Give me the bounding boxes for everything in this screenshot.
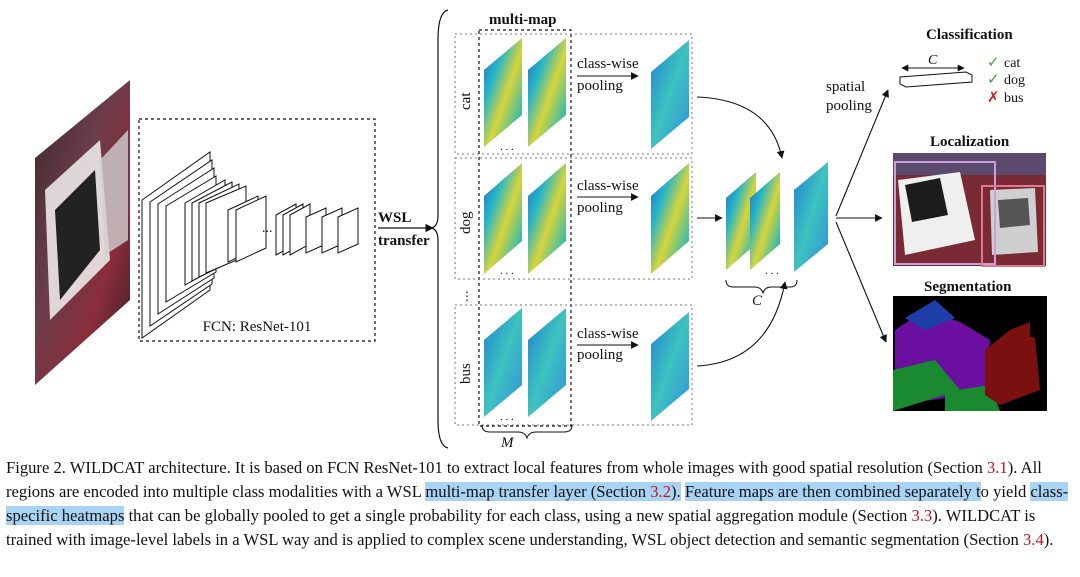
label-cat-mark: ✓ — [987, 55, 1000, 71]
architecture-figure: ... FCN: ResNet-101 WSL transfer multi-m… — [35, 9, 1047, 450]
caption-text-3: o yield — [980, 482, 1031, 501]
caption-ref-section-3-4[interactable]: 3.4 — [1023, 530, 1044, 549]
classification-title: Classification — [926, 27, 1013, 43]
dog-map-1 — [484, 163, 522, 274]
m-label: M — [500, 435, 515, 450]
caption-ref-section-3-2[interactable]: 3.2 — [650, 482, 671, 501]
dog-map-2 — [528, 163, 566, 274]
figure-caption: Figure 2. WILDCAT architecture. It is ba… — [6, 456, 1076, 552]
dog-pool-2: pooling — [577, 200, 623, 216]
fcn-block: ... FCN: ResNet-101 — [138, 118, 376, 342]
vertical-dots: ⋮ — [461, 289, 473, 303]
cat-map-2 — [528, 38, 566, 147]
c-label: C — [752, 293, 763, 309]
caption-highlight-2: Feature maps are then combined separatel… — [684, 482, 981, 501]
class-map-1 — [726, 172, 756, 270]
cat-dots: . . . — [500, 141, 514, 153]
segmentation-title: Segmentation — [924, 279, 1012, 295]
cat-map-1 — [484, 38, 522, 147]
label-bus-text: bus — [1004, 91, 1023, 106]
caption-highlight-1: multi-map transfer layer (Section 3.2). — [425, 482, 681, 501]
dog-pool-1: class-wise — [577, 178, 639, 194]
caption-text-6: ). — [1043, 530, 1054, 549]
localization-box-cat — [981, 185, 1045, 267]
dog-dots: . . . — [500, 265, 514, 277]
class-map-3 — [794, 162, 828, 272]
localization-title: Localization — [930, 134, 1010, 150]
bus-pooled-map — [651, 312, 689, 421]
class-maps: . . . C — [696, 96, 828, 367]
cat-pool-2: pooling — [577, 78, 623, 94]
label-cat-text: cat — [1004, 56, 1020, 71]
cat-pool-1: class-wise — [577, 56, 639, 72]
label-dog-mark: ✓ — [987, 72, 1000, 88]
caption-text-4: that can be globally pooled to get a sin… — [124, 506, 912, 525]
row-cat-label: cat — [458, 92, 474, 110]
label-dog-text: dog — [1004, 73, 1025, 88]
classification-output: Classification C ✓ cat ✓ dog ✗ bus — [899, 27, 1025, 106]
row-bus-label: bus — [458, 363, 474, 384]
localization-box-dog — [894, 161, 996, 265]
row-dog: dog . . . class-wise pooling — [458, 163, 689, 277]
bus-map-2 — [528, 308, 566, 417]
caption-text-5: ). WILDCAT is trained with image-level l… — [6, 506, 1036, 549]
row-dog-label: dog — [458, 211, 474, 234]
row-cat: cat . . . class-wise pooling — [458, 38, 689, 153]
class-map-2 — [750, 172, 780, 270]
spatial-pooling-2: pooling — [826, 98, 872, 114]
classification-c-label: C — [928, 53, 938, 68]
input-image — [35, 80, 130, 385]
caption-ref-section-3-3[interactable]: 3.3 — [911, 506, 933, 525]
fcn-label: FCN: ResNet-101 — [203, 319, 312, 335]
output-arrows: spatial pooling — [826, 79, 889, 343]
caption-highlight-1-end: ). — [670, 482, 681, 501]
row-bus: bus . . . class-wise pooling — [458, 308, 689, 423]
wsl-transfer: WSL transfer — [378, 9, 449, 449]
caption-highlight-1-text: multi-map transfer layer (Section — [425, 482, 651, 501]
caption-ref-section-3-1[interactable]: 3.1 — [986, 458, 1008, 477]
bus-map-1 — [484, 308, 522, 417]
transfer-label-line1: WSL — [378, 210, 411, 226]
spatial-pooling-1: spatial — [826, 79, 865, 95]
label-bus-mark: ✗ — [987, 90, 1000, 106]
multimap-title: multi-map — [489, 12, 557, 28]
caption-text-1: Figure 2. WILDCAT architecture. It is ba… — [6, 458, 987, 477]
cat-pooled-map — [651, 40, 689, 149]
bus-dots: . . . — [500, 411, 514, 423]
dog-pooled-map — [651, 163, 689, 274]
multi-map-section: multi-map cat . . . class-wise pooling d… — [454, 12, 693, 450]
transfer-label-line2: transfer — [378, 233, 430, 249]
localization-output: Localization — [893, 134, 1046, 267]
segmentation-output: Segmentation — [893, 279, 1047, 411]
class-maps-dots: . . . — [765, 265, 779, 277]
fcn-ellipsis: ... — [262, 221, 273, 236]
bus-pool-1: class-wise — [577, 326, 639, 342]
bus-pool-2: pooling — [577, 347, 623, 363]
caption-text-2: ). All regions are encoded into multiple… — [6, 458, 1042, 501]
